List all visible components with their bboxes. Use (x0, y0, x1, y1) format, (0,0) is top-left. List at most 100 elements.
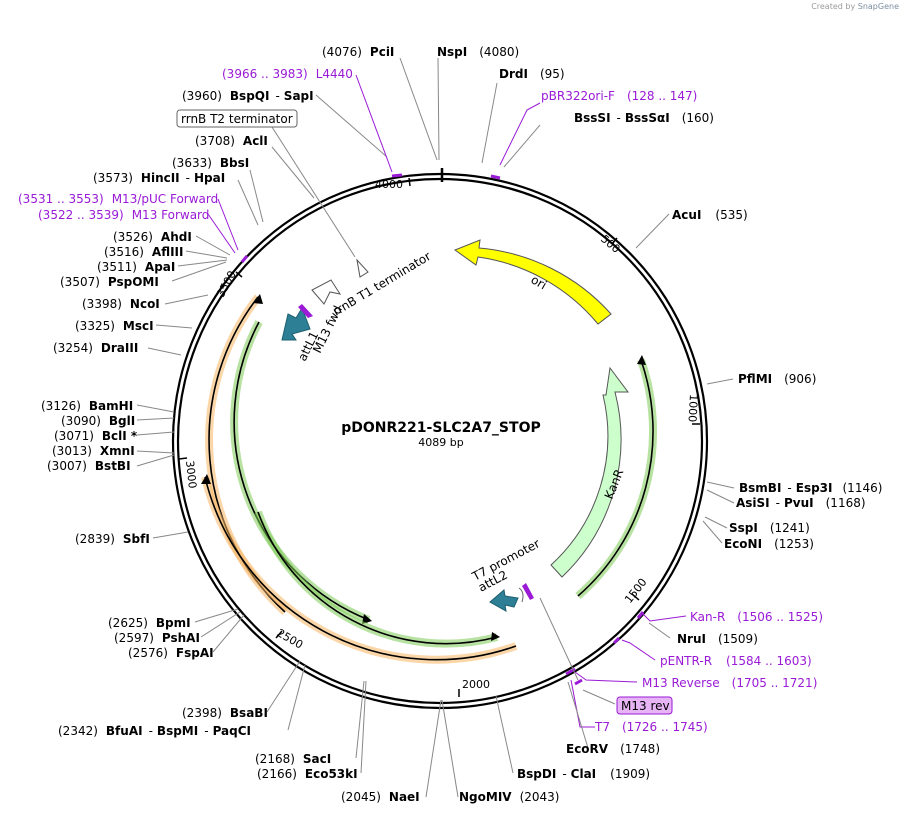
orf-arc-green-bottom (254, 510, 499, 648)
label-bfuai-bspmi-paqci: (2342)BfuAI-BspMI-PaqCI (58, 724, 251, 738)
label-fspai: (2576)FspAI (128, 646, 214, 660)
label-hincii-hpai: (3573)HincII-HpaI (93, 171, 225, 185)
snapgene-logo-text: SnapGene (857, 2, 899, 11)
rrnbt1-terminator-small (356, 258, 369, 278)
tick-2500 (275, 630, 283, 639)
label-ahdi: (3526)AhdI (113, 230, 192, 244)
plasmid-length: 4089 bp (418, 436, 463, 449)
label-nspi: NspI(4080) (437, 45, 519, 59)
tick-label-3500: 3500 (214, 269, 239, 300)
primer-mark-t7 (574, 678, 583, 686)
ori-label: ori (529, 272, 550, 292)
label-pentr-r: pENTR-R(1584 .. 1603) (660, 654, 812, 668)
label-acui: AcuI(535) (672, 208, 748, 222)
tick-label-1500: 1500 (622, 576, 649, 606)
label-bsabi: (2398)BsaBI (182, 706, 268, 720)
label-bcli: (3071)BclI * (54, 429, 138, 443)
label-saci: (2168)SacI (255, 752, 331, 766)
label-kan-r-primer: Kan-R(1506 .. 1525) (690, 610, 823, 624)
primer-mark-kanr (636, 611, 645, 619)
label-bamhi: (3126)BamHI (41, 399, 133, 413)
label-eco53ki: (2166)Eco53kI (257, 767, 358, 781)
tick-3000 (178, 457, 188, 460)
watermark: Created by SnapGene (811, 2, 899, 11)
rrnbt1-terminator-arrow (311, 279, 342, 305)
label-m13-reverse: M13 Reverse(1705 .. 1721) (642, 676, 817, 690)
ori-feature (453, 239, 612, 325)
label-acli: (3708)AclI (195, 134, 268, 148)
label-msci: (3325)MscI (75, 319, 154, 333)
label-pflmi: PflMI(906) (738, 372, 816, 386)
orf-arc-green-bottom-line (257, 511, 498, 645)
orf-arc-green-right-line (577, 359, 654, 597)
labels-bottom: (2625)BpmI (2597)PshAI (2576)FspAI (2398… (58, 616, 650, 804)
primer-mark-m13puc (240, 255, 249, 263)
orf-arrowhead-outer-bottom (201, 474, 211, 484)
tick-label-2000: 2000 (462, 678, 490, 691)
label-m13puc-forward: (3531 .. 3553)M13/pUC Forward (18, 192, 218, 206)
t7-primer-mark (522, 583, 534, 600)
label-apai: (3511)ApaI (97, 260, 175, 274)
orf-arrowhead-green-left (362, 614, 372, 624)
label-pshai: (2597)PshAI (114, 631, 200, 645)
label-nrui: NruI(1509) (677, 632, 758, 646)
tick-1500 (631, 593, 640, 601)
label-pspomi: (3507)PspOMI (60, 275, 159, 289)
t7-promoter-arrow (518, 587, 524, 603)
label-bspdi-clai: BspDI-ClaI(1909) (517, 767, 650, 781)
m13-fwd-primer-mark (298, 304, 313, 318)
primer-mark-pentr (612, 636, 621, 645)
label-afliii: (3516)AflIII (104, 245, 183, 259)
orf-arrowhead-green-bottom (491, 632, 500, 641)
tick-label-1000: 1000 (686, 394, 700, 423)
orf-arcs (201, 294, 658, 664)
label-bgli: (3090)BglI (61, 414, 135, 428)
orf-arc-green-left-line (233, 321, 370, 621)
m13rev-box (616, 696, 673, 715)
rrnbt2-box (176, 109, 298, 128)
label-draiii: (3254)DraIII (53, 341, 138, 355)
plasmid-name: pDONR221-SLC2A7_STOP (341, 420, 540, 436)
orf-arrowhead-up-left (253, 294, 263, 304)
tick-3500 (235, 271, 243, 278)
label-m13rev-box: M13 rev (621, 699, 670, 713)
leader-lines (136, 57, 735, 798)
label-bspqi-sapi: (3960)BspQI-SapI (182, 89, 314, 103)
label-rrnbt2: rrnB T2 terminator (181, 112, 293, 126)
label-l4440: (3966 .. 3983)L4440 (222, 67, 353, 81)
label-econi: EcoNI(1253) (724, 537, 814, 551)
label-m13-forward: (3522 .. 3539)M13 Forward (38, 208, 209, 222)
labels-top: (4076)PciI NspI(4080) (3966 .. 3983)L444… (18, 45, 748, 222)
tick-4000 (408, 177, 411, 187)
attl1-feature (281, 306, 311, 341)
m13fwd-label: M13 fwd (310, 303, 345, 355)
attl2-feature (489, 589, 519, 612)
label-asisi-pvui: AsiSI-PvuI(1168) (736, 496, 866, 510)
label-bbsi: (3633)BbsI (172, 156, 249, 170)
label-pbr322ori-f: pBR322ori-F(128 .. 147) (541, 89, 697, 103)
label-naei: (2045)NaeI (341, 790, 420, 804)
label-bsssi: BssSI-BssSαI(160) (574, 111, 714, 125)
label-sbfi: (2839)SbfI (75, 532, 150, 546)
primer-mark-l4440 (391, 173, 403, 178)
label-sspi: SspI(1241) (729, 521, 810, 535)
orf-arrowhead-green-right (637, 355, 646, 365)
labels-left: (3526)AhdI (3516)AflIII (3511)ApaI (3507… (41, 230, 192, 546)
primer-mark-pbr322 (490, 174, 501, 180)
labels-right: PflMI(906) BsmBI-Esp3I(1146) AsiSI-PvuI(… (566, 372, 882, 756)
backbone-inner (176, 177, 704, 705)
label-ecorv: EcoRV(1748) (566, 742, 660, 756)
label-xmni: (3013)XmnI (52, 444, 135, 458)
label-pcii: (4076)PciI (322, 45, 394, 59)
rrnbt1-label: rrnB T1 terminator (330, 249, 433, 319)
label-t7: T7(1726 .. 1745) (594, 720, 708, 734)
label-bpmi: (2625)BpmI (108, 616, 191, 630)
label-bstbi: (3007)BstBI (47, 459, 131, 473)
watermark-prefix: Created by (811, 2, 856, 11)
label-drdi: DrdI(95) (499, 67, 565, 81)
label-bsmbi-esp3i: BsmBI-Esp3I(1146) (739, 481, 882, 495)
label-ngomiv: NgoMIV(2043) (459, 790, 559, 804)
label-ncoi: (3398)NcoI (82, 297, 160, 311)
kanr-feature (550, 366, 629, 578)
